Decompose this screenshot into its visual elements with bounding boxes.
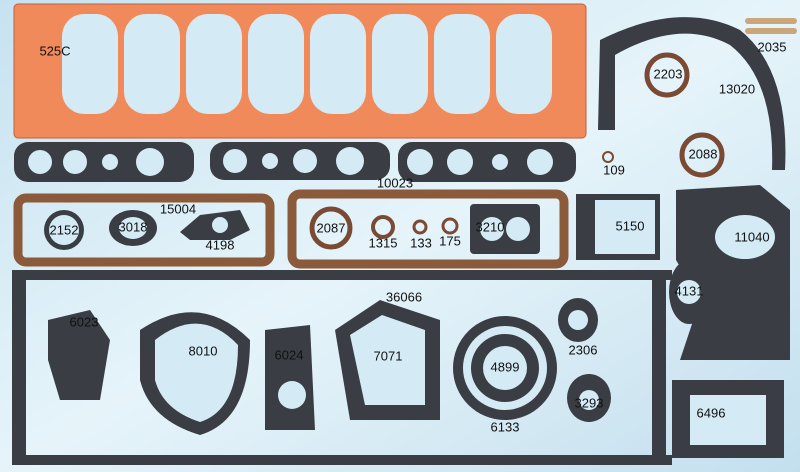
washer-109 [602, 151, 614, 163]
port-hole [293, 149, 317, 173]
part-label: 2203 [654, 66, 683, 81]
gasket-3210 [470, 204, 540, 254]
part-label: 15004 [160, 201, 196, 216]
cork-gasket-left [13, 193, 275, 267]
oil-pan-strip [12, 270, 672, 280]
timing-cover-gasket [598, 17, 786, 171]
gasket-hole [579, 390, 599, 410]
washer-1315 [371, 215, 395, 239]
part-label: 6133 [491, 419, 520, 434]
gasket-hole [483, 346, 527, 390]
part-label: 4899 [491, 359, 520, 374]
port-hole [102, 154, 118, 170]
port-hole [262, 153, 278, 169]
gasket-hole [677, 280, 701, 304]
gasket-hole [506, 217, 530, 241]
oil-pan-strip [12, 270, 26, 465]
part-label: 4131 [675, 283, 704, 298]
part-label: 7071 [374, 348, 403, 363]
oil-pan-strip [12, 455, 672, 465]
port-hole [527, 149, 553, 175]
gasket-hole [480, 217, 504, 241]
part-label: 5150 [616, 218, 645, 233]
gasket-hole [49, 215, 79, 245]
part-label: 175 [439, 233, 461, 248]
seal-2088 [679, 132, 725, 178]
pin [745, 18, 797, 24]
oil-pan-strip [652, 280, 666, 460]
part-label: 2035 [758, 39, 787, 54]
washer-175 [441, 217, 459, 235]
gasket-hole [212, 217, 228, 233]
pin [745, 28, 797, 34]
cylinder-bore [434, 14, 490, 114]
gasket-hole [278, 381, 306, 409]
gasket-hole [350, 315, 425, 405]
port-hole [28, 150, 52, 174]
part-label: 2152 [50, 222, 79, 237]
cylinder-bore [310, 14, 366, 114]
manifold-gaskets [14, 142, 576, 182]
manifold-gasket [398, 142, 576, 182]
part-label: 2087 [317, 220, 346, 235]
part-label: 4198 [206, 237, 235, 252]
part-label: 6023 [70, 314, 99, 329]
part-label: 13020 [719, 81, 755, 96]
cork-gasket-right [287, 189, 569, 269]
port-hole [136, 148, 164, 176]
gasket-hole [119, 217, 147, 239]
port-hole [492, 154, 508, 170]
port-hole [223, 149, 247, 173]
oil-pan-gasket [12, 270, 672, 465]
cylinder-bore [62, 14, 118, 114]
part-label: 525C [39, 43, 70, 58]
part-label: 2088 [689, 146, 718, 161]
gasket-hole [155, 323, 238, 422]
cylinder-bore [248, 14, 304, 114]
part-label: 8010 [189, 343, 218, 358]
gasket-6023 [48, 310, 110, 400]
part-label: 2306 [569, 342, 598, 357]
seal-2087 [309, 206, 353, 250]
cylinder-bore [496, 14, 552, 114]
part-label: 1315 [369, 235, 398, 250]
gasket-hole [715, 215, 775, 259]
gasket-hole [690, 395, 766, 445]
gasket-hole [568, 310, 588, 330]
part-label: 10023 [377, 175, 413, 190]
gasket-6024 [265, 325, 315, 430]
port-hole [63, 150, 87, 174]
gasket-hole [595, 200, 655, 254]
cylinder-bore [186, 14, 242, 114]
part-label: 6496 [697, 405, 726, 420]
washer-133 [412, 219, 428, 235]
cylinder-bore [372, 14, 428, 114]
part-label: 3018 [119, 219, 148, 234]
part-label: 36066 [386, 289, 422, 304]
part-label: 109 [603, 162, 625, 177]
cylinder-bore [124, 14, 180, 114]
part-label: 3293 [575, 395, 604, 410]
port-hole [336, 147, 364, 175]
part-label: 3210 [476, 219, 505, 234]
head-gasket [13, 3, 587, 139]
cylinder-bores [62, 14, 552, 114]
manifold-port-holes [28, 147, 553, 176]
part-label: 133 [410, 235, 432, 250]
port-hole [407, 149, 433, 175]
port-hole [447, 149, 473, 175]
pins-2035 [745, 18, 797, 34]
seal-2203 [644, 52, 690, 98]
part-label: 11040 [734, 229, 769, 244]
part-label: 6024 [275, 347, 304, 362]
